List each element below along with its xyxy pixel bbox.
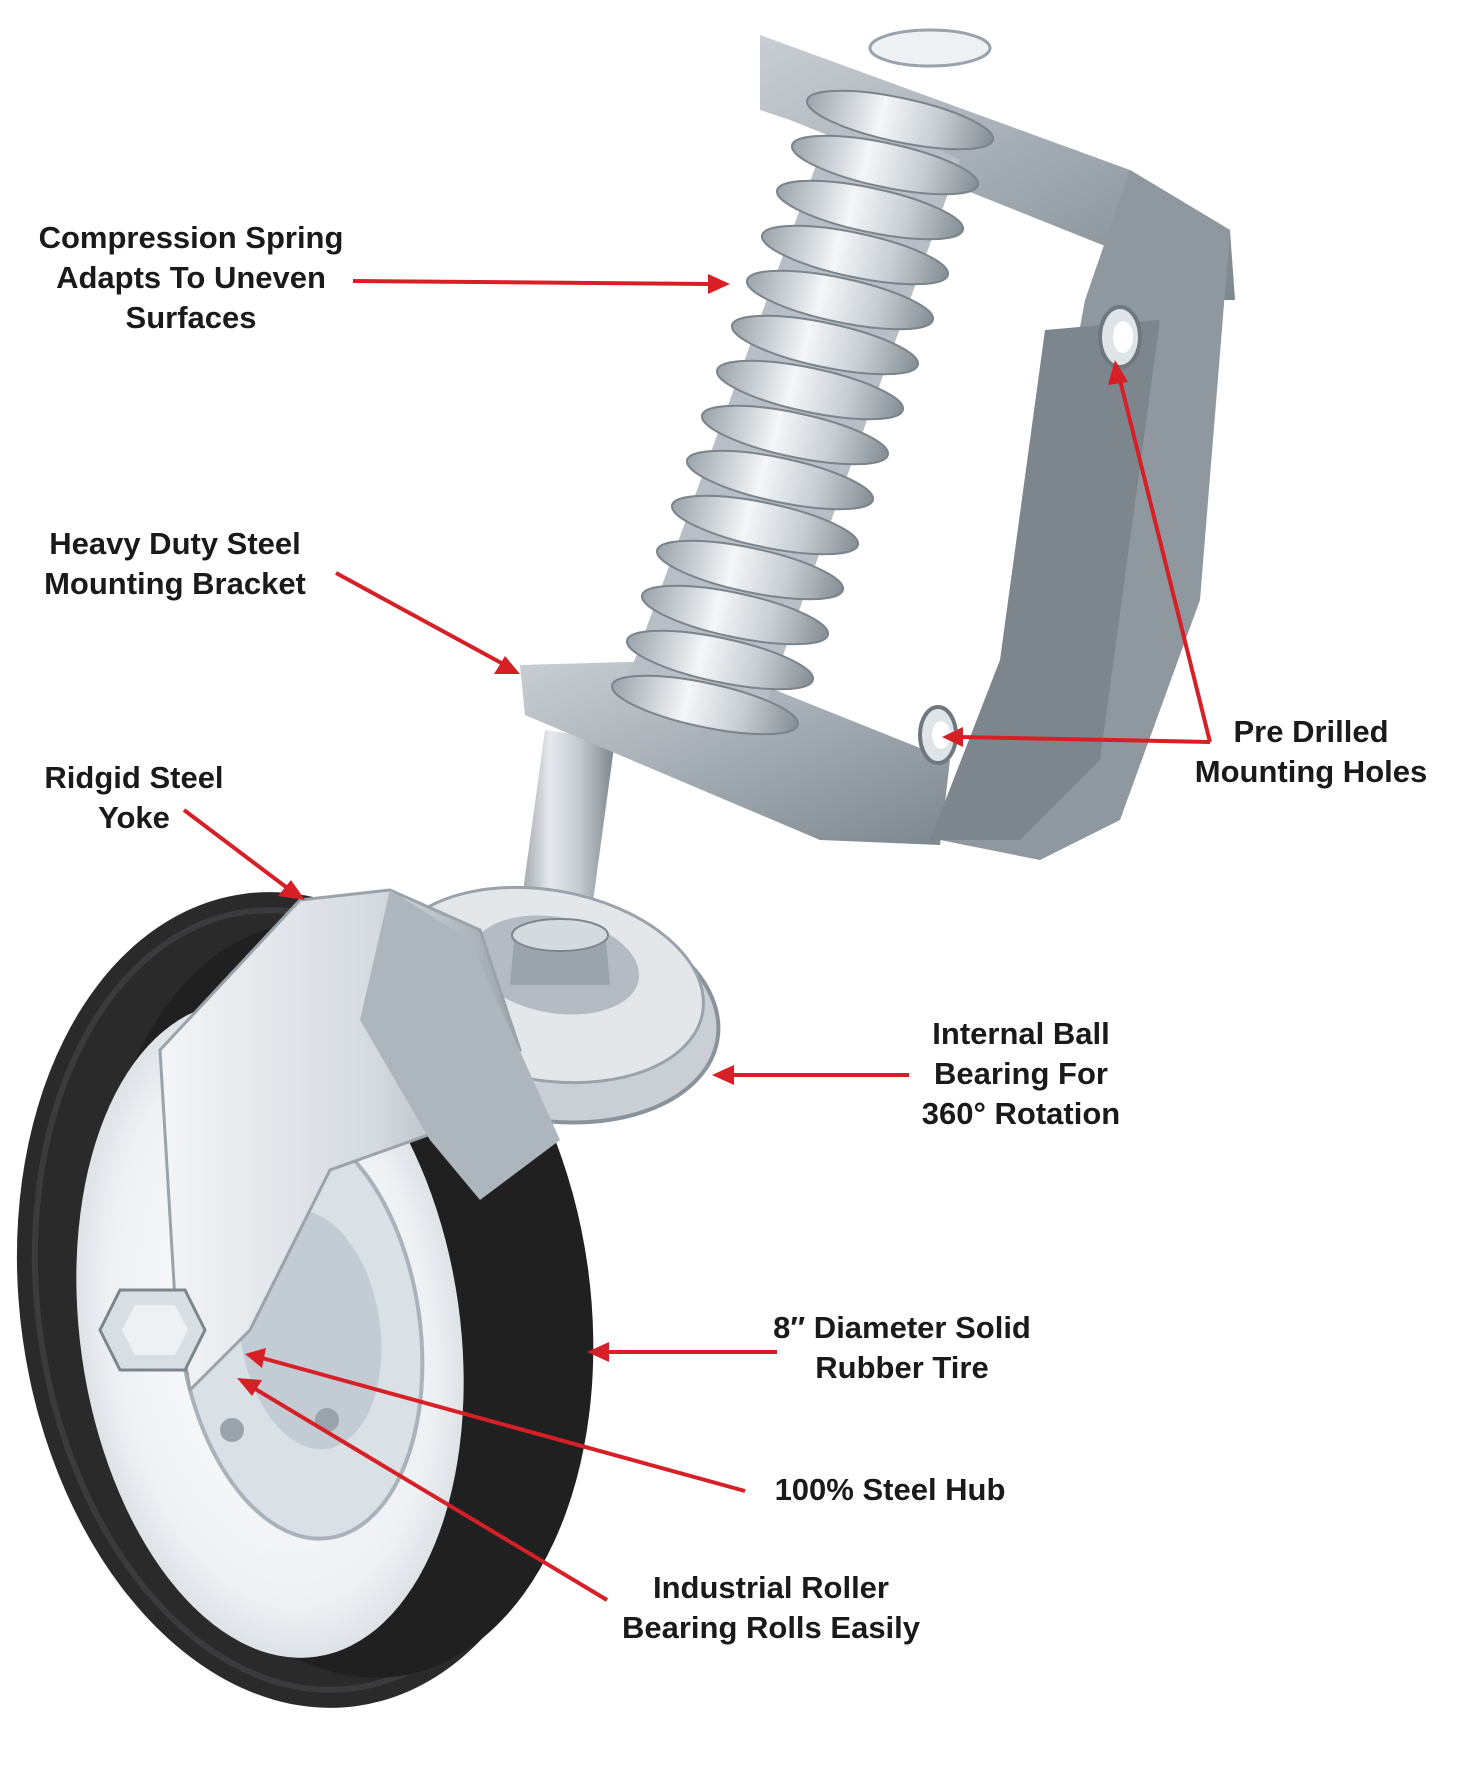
- label-line: Ridgid Steel: [44, 760, 224, 795]
- callout-steel-hub: 100% Steel Hub: [760, 1470, 1020, 1510]
- label-line: Compression Spring: [38, 220, 344, 255]
- label-line: Mounting Holes: [1194, 754, 1428, 789]
- arrow-mounting-holes: [942, 360, 1212, 747]
- label-line: Bearing Rolls Easily: [621, 1610, 921, 1645]
- label-line: Rubber Tire: [815, 1350, 989, 1385]
- label-line: 100% Steel Hub: [774, 1472, 1006, 1507]
- callout-ball-bearing: Internal Ball Bearing For 360° Rotation: [906, 1014, 1136, 1134]
- callout-rubber-tire: 8″ Diameter Solid Rubber Tire: [756, 1308, 1048, 1388]
- callout-arrows: [182, 274, 1212, 1602]
- top-bolt: [868, 28, 992, 68]
- callout-mounting-bracket: Heavy Duty Steel Mounting Bracket: [34, 524, 316, 604]
- arrow-steel-hub: [245, 1348, 746, 1493]
- label-line: Heavy Duty Steel: [49, 526, 301, 561]
- label-line: 8″ Diameter Solid: [773, 1310, 1031, 1345]
- callout-steel-yoke: Ridgid Steel Yoke: [36, 758, 232, 838]
- arrow-steel-yoke: [182, 808, 305, 900]
- callout-roller-bearing: Industrial Roller Bearing Rolls Easily: [610, 1568, 932, 1648]
- label-line: Internal Ball: [932, 1016, 1110, 1051]
- label-line: Industrial Roller: [653, 1570, 889, 1605]
- arrow-roller-bearing: [237, 1378, 609, 1602]
- arrow-rubber-tire: [587, 1342, 777, 1362]
- label-line: 360° Rotation: [921, 1096, 1121, 1131]
- label-line: Adapts To Uneven: [56, 260, 326, 295]
- callout-mounting-holes: Pre Drilled Mounting Holes: [1186, 712, 1436, 792]
- arrow-ball-bearing: [712, 1065, 909, 1085]
- arrow-mounting-bracket: [335, 571, 520, 674]
- label-line: Bearing For: [934, 1056, 1108, 1091]
- callout-compression-spring: Compression Spring Adapts To Uneven Surf…: [28, 218, 354, 338]
- compression-spring: [610, 89, 995, 736]
- steel-yoke: [98, 888, 560, 1394]
- label-line: Surfaces: [125, 300, 257, 335]
- arrow-compression-spring: [352, 274, 730, 294]
- label-line: Mounting Bracket: [44, 566, 306, 601]
- label-line: Pre Drilled: [1233, 714, 1389, 749]
- label-line: Yoke: [98, 800, 170, 835]
